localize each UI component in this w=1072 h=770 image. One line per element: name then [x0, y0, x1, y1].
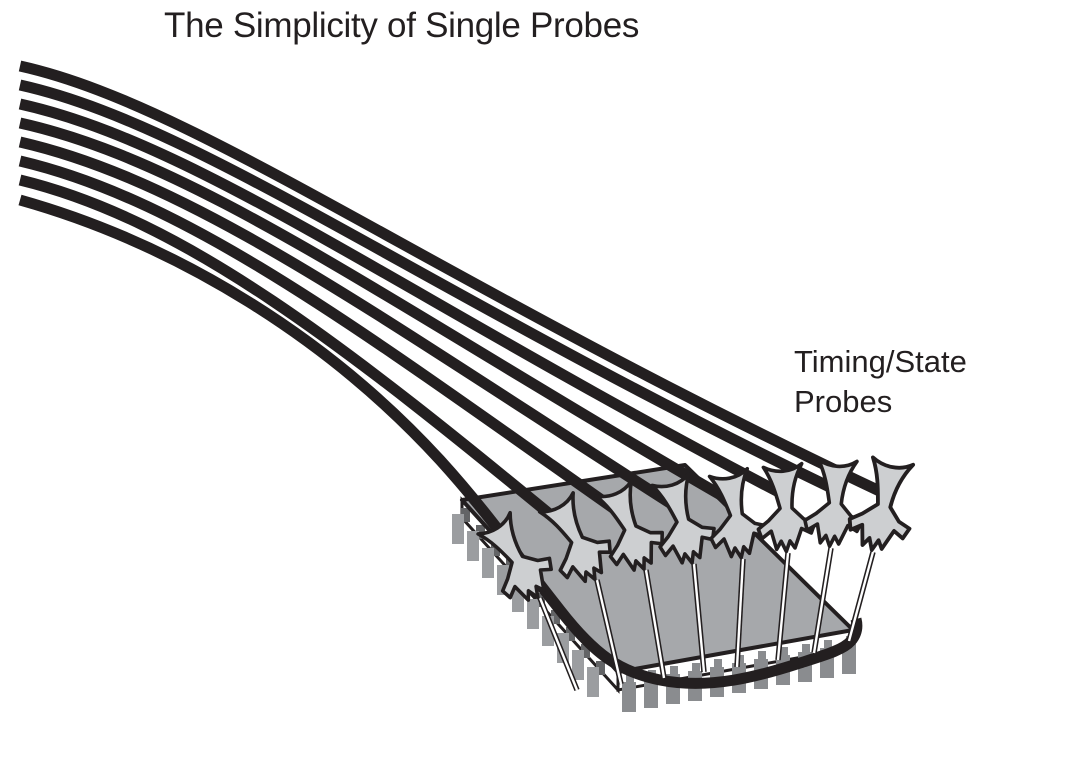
- grabber-clip: [841, 451, 927, 560]
- needle: [538, 597, 579, 691]
- cable: [18, 60, 893, 501]
- cable: [18, 136, 687, 517]
- chip-pin: [467, 525, 485, 561]
- needle: [692, 563, 706, 673]
- chip-pin: [622, 674, 636, 712]
- needle: [735, 558, 745, 668]
- chip-pin: [452, 508, 470, 544]
- chip-pin: [572, 644, 590, 680]
- cable: [18, 155, 634, 525]
- grabber-clip: [800, 454, 870, 552]
- probe-needles: [538, 547, 875, 691]
- chip-front-pins: [622, 636, 856, 712]
- cable: [18, 117, 741, 510]
- page-title: The Simplicity of Single Probes: [164, 6, 640, 45]
- needle: [812, 547, 833, 654]
- needle: [644, 569, 666, 679]
- label-line-1: Timing/State: [794, 344, 967, 379]
- label-line-2: Probes: [794, 384, 893, 419]
- needle: [776, 552, 790, 661]
- probe-cables: [18, 60, 893, 689]
- chip-pin: [482, 542, 500, 578]
- cable: [18, 79, 843, 497]
- needle: [847, 551, 875, 642]
- timing-state-probes-label: Timing/State Probes: [794, 342, 967, 422]
- needle: [595, 579, 623, 685]
- cable-wrap-around: [18, 194, 863, 689]
- cable: [18, 174, 579, 540]
- chip-pin: [587, 661, 605, 697]
- cable: [18, 98, 793, 503]
